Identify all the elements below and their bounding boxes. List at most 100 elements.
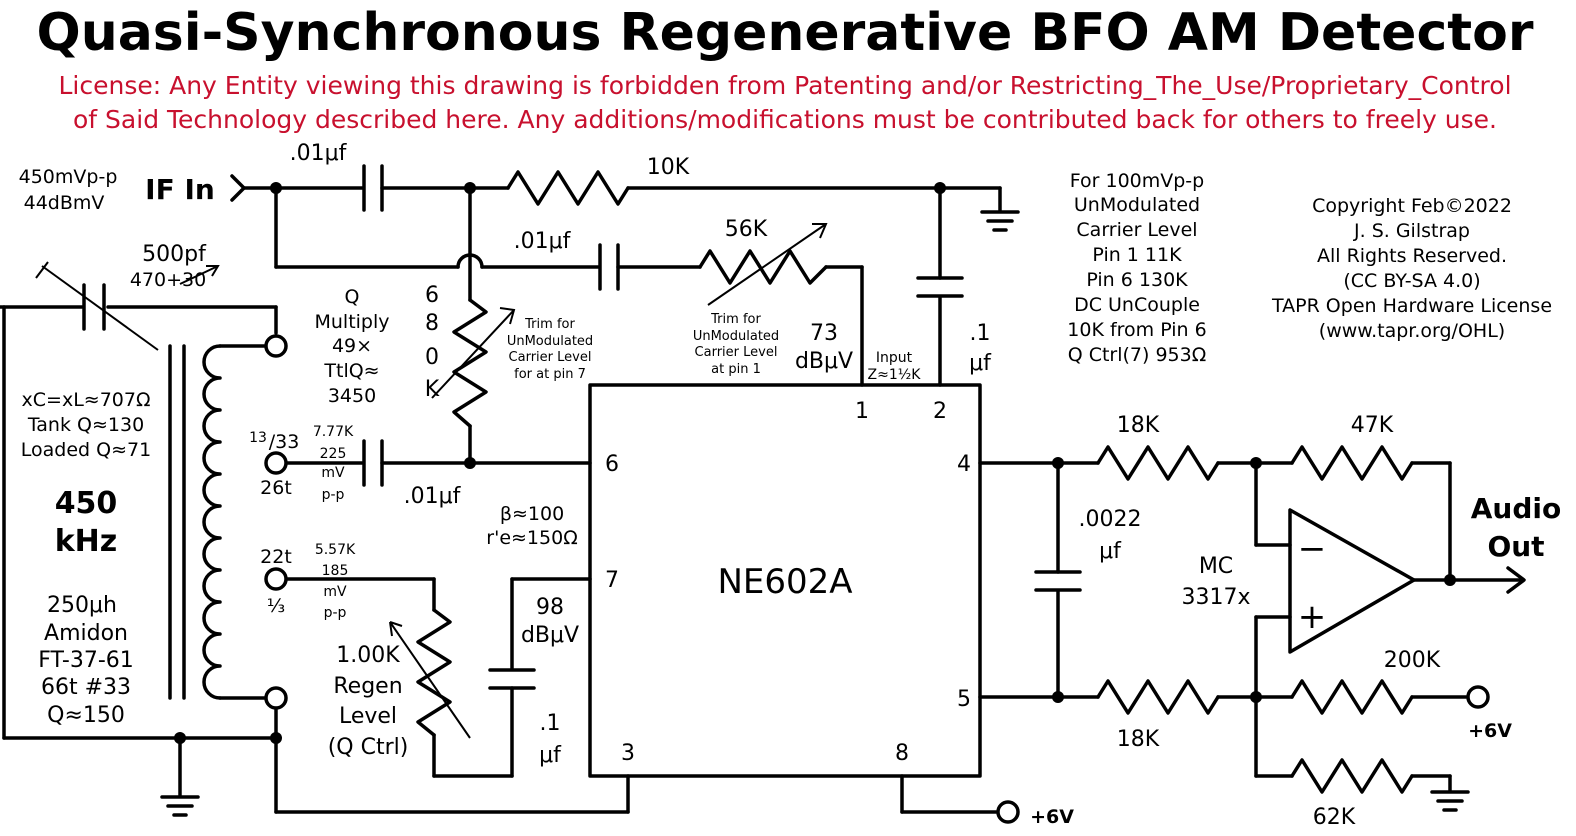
r-200k-value: 200K	[1384, 648, 1441, 673]
r-56k-value: 56K	[725, 217, 768, 242]
ground-top-icon	[980, 210, 1020, 232]
c-p7-value: .1	[540, 711, 561, 736]
svg-text:Pin 6 130K: Pin 6 130K	[1086, 269, 1188, 291]
svg-text:Copyright Feb©2022: Copyright Feb©2022	[1312, 195, 1512, 217]
input-z-label: Input	[876, 350, 913, 366]
plus-6v-opamp: +6V	[1468, 720, 1512, 742]
r-18k-bottom-value: 18K	[1117, 727, 1160, 752]
svg-text:Pin 1 11K: Pin 1 11K	[1092, 244, 1182, 266]
tank-note: xC=xL≈707Ω Tank Q≈130 Loaded Q≈71	[21, 389, 151, 461]
ic-label: NE602A	[717, 562, 852, 602]
pin7-level-value: 98	[536, 595, 564, 620]
svg-text:UnModulated: UnModulated	[1074, 194, 1200, 216]
r-47k-value: 47K	[1351, 413, 1394, 438]
svg-text:Q Ctrl(7) 953Ω: Q Ctrl(7) 953Ω	[1068, 344, 1207, 366]
c-tune-value: 500pf	[142, 242, 207, 267]
tank-coil	[168, 344, 278, 700]
svg-text:49×: 49×	[332, 335, 372, 357]
svg-text:(CC BY-SA 4.0): (CC BY-SA 4.0)	[1343, 270, 1480, 292]
audio-out-label-2: Out	[1487, 530, 1544, 563]
q-multiply-note: Q Multiply 49× TtlQ≈ 3450	[314, 286, 389, 407]
if-in-label: IF In	[145, 173, 215, 206]
svg-text:mV: mV	[323, 584, 347, 600]
diagram-title: Quasi-Synchronous Regenerative BFO AM De…	[36, 3, 1533, 63]
svg-text:Carrier Level: Carrier Level	[695, 345, 778, 360]
tap-22t-label: 22t ⅓	[260, 546, 292, 617]
pin-8: 8	[895, 741, 909, 766]
svg-text:Trim for: Trim for	[710, 312, 761, 327]
svg-text:mV: mV	[321, 465, 345, 481]
if-in-arrow-icon	[230, 174, 246, 202]
pin-5: 5	[957, 687, 971, 712]
pin1-level-unit: dBμV	[795, 349, 853, 374]
tap-13-33-label: 13 /33 26t	[249, 430, 299, 499]
svg-text:Trim for: Trim for	[524, 317, 575, 332]
c-out-value: .0022	[1079, 507, 1142, 532]
copyright-notes: Copyright Feb©2022 J. S. Gilstrap All Ri…	[1271, 195, 1552, 342]
opamp-label-2: 3317x	[1181, 585, 1250, 610]
svg-text:Q: Q	[345, 286, 360, 308]
capacitors	[35, 164, 1082, 690]
resistors	[389, 170, 1414, 794]
input-z-value: Z≈1½K	[868, 367, 922, 383]
svg-text:FT-37-61: FT-37-61	[38, 648, 134, 673]
svg-text:p-p: p-p	[322, 487, 345, 503]
input-level-dbmv: 44dBmV	[24, 192, 105, 214]
beta-value: β≈100	[500, 503, 564, 525]
svg-text:Carrier Level: Carrier Level	[509, 350, 592, 365]
c-p7-unit: μf	[539, 743, 562, 768]
c-in-value: .01μf	[290, 141, 348, 166]
svg-text:DC UnCouple: DC UnCouple	[1074, 294, 1200, 316]
license-line-2: of Said Technology described here. Any a…	[73, 105, 1497, 134]
svg-text:for at pin 7: for at pin 7	[514, 367, 586, 382]
tap-1-voltage: 7.77K 225 mV p-p	[313, 424, 354, 503]
svg-text:xC=xL≈707Ω: xC=xL≈707Ω	[22, 389, 151, 411]
svg-text:250μh: 250μh	[47, 593, 117, 618]
r-62k-value: 62K	[1313, 805, 1356, 830]
pin-2: 2	[933, 399, 947, 424]
svg-text:Tank Q≈130: Tank Q≈130	[27, 414, 144, 436]
audio-out-label-1: Audio	[1471, 492, 1561, 525]
pin7-level-unit: dBμV	[521, 623, 579, 648]
svg-text:UnModulated: UnModulated	[507, 334, 593, 349]
c-p2-value: .1	[970, 321, 991, 346]
svg-text:5.57K: 5.57K	[315, 542, 356, 558]
svg-text:TtlQ≈: TtlQ≈	[323, 360, 379, 382]
svg-text:Multiply: Multiply	[314, 311, 389, 333]
svg-text:For 100mVp-p: For 100mVp-p	[1070, 170, 1204, 192]
svg-text:(www.tapr.org/OHL): (www.tapr.org/OHL)	[1319, 320, 1505, 342]
pin-7: 7	[605, 568, 619, 593]
svg-text:Amidon: Amidon	[44, 621, 128, 646]
svg-text:at pin 1: at pin 1	[711, 362, 761, 377]
tap-2-voltage: 5.57K 185 mV p-p	[315, 542, 356, 621]
svg-text:⅓: ⅓	[267, 595, 285, 617]
trim-56k-note: Trim for UnModulated Carrier Level at pi…	[693, 312, 779, 377]
opamp-minus: −	[1298, 529, 1327, 569]
opamp-label-1: MC	[1199, 554, 1233, 579]
svg-text:22t: 22t	[260, 546, 292, 568]
coil-spec: 250μh Amidon FT-37-61 66t #33 Q≈150	[38, 593, 134, 728]
svg-text:p-p: p-p	[324, 605, 347, 621]
svg-text:Level: Level	[339, 704, 397, 729]
opamp-symbol	[1288, 508, 1416, 654]
svg-text:kHz: kHz	[55, 524, 118, 559]
svg-text:Carrier Level: Carrier Level	[1076, 219, 1197, 241]
frequency-label: 450 kHz	[55, 486, 118, 559]
svg-text:Q≈150: Q≈150	[47, 703, 125, 728]
c-mid-value: .01μf	[514, 229, 572, 254]
svg-text:(Q Ctrl): (Q Ctrl)	[328, 735, 409, 760]
svg-text:Regen: Regen	[333, 674, 402, 699]
ground-right-icon	[1430, 790, 1470, 812]
svg-text:/33: /33	[269, 431, 300, 453]
c-p2-unit: μf	[969, 351, 992, 376]
svg-text:All Rights Reserved.: All Rights Reserved.	[1317, 245, 1507, 267]
c-out-unit: μf	[1099, 539, 1122, 564]
pin-6: 6	[605, 452, 619, 477]
trim-680k-note: Trim for UnModulated Carrier Level for a…	[507, 317, 593, 382]
c-tune-sub: 470+30	[130, 269, 206, 291]
c-p6-value: .01μf	[404, 484, 462, 509]
svg-text:3450: 3450	[328, 385, 376, 407]
r-18k-top-value: 18K	[1117, 413, 1160, 438]
